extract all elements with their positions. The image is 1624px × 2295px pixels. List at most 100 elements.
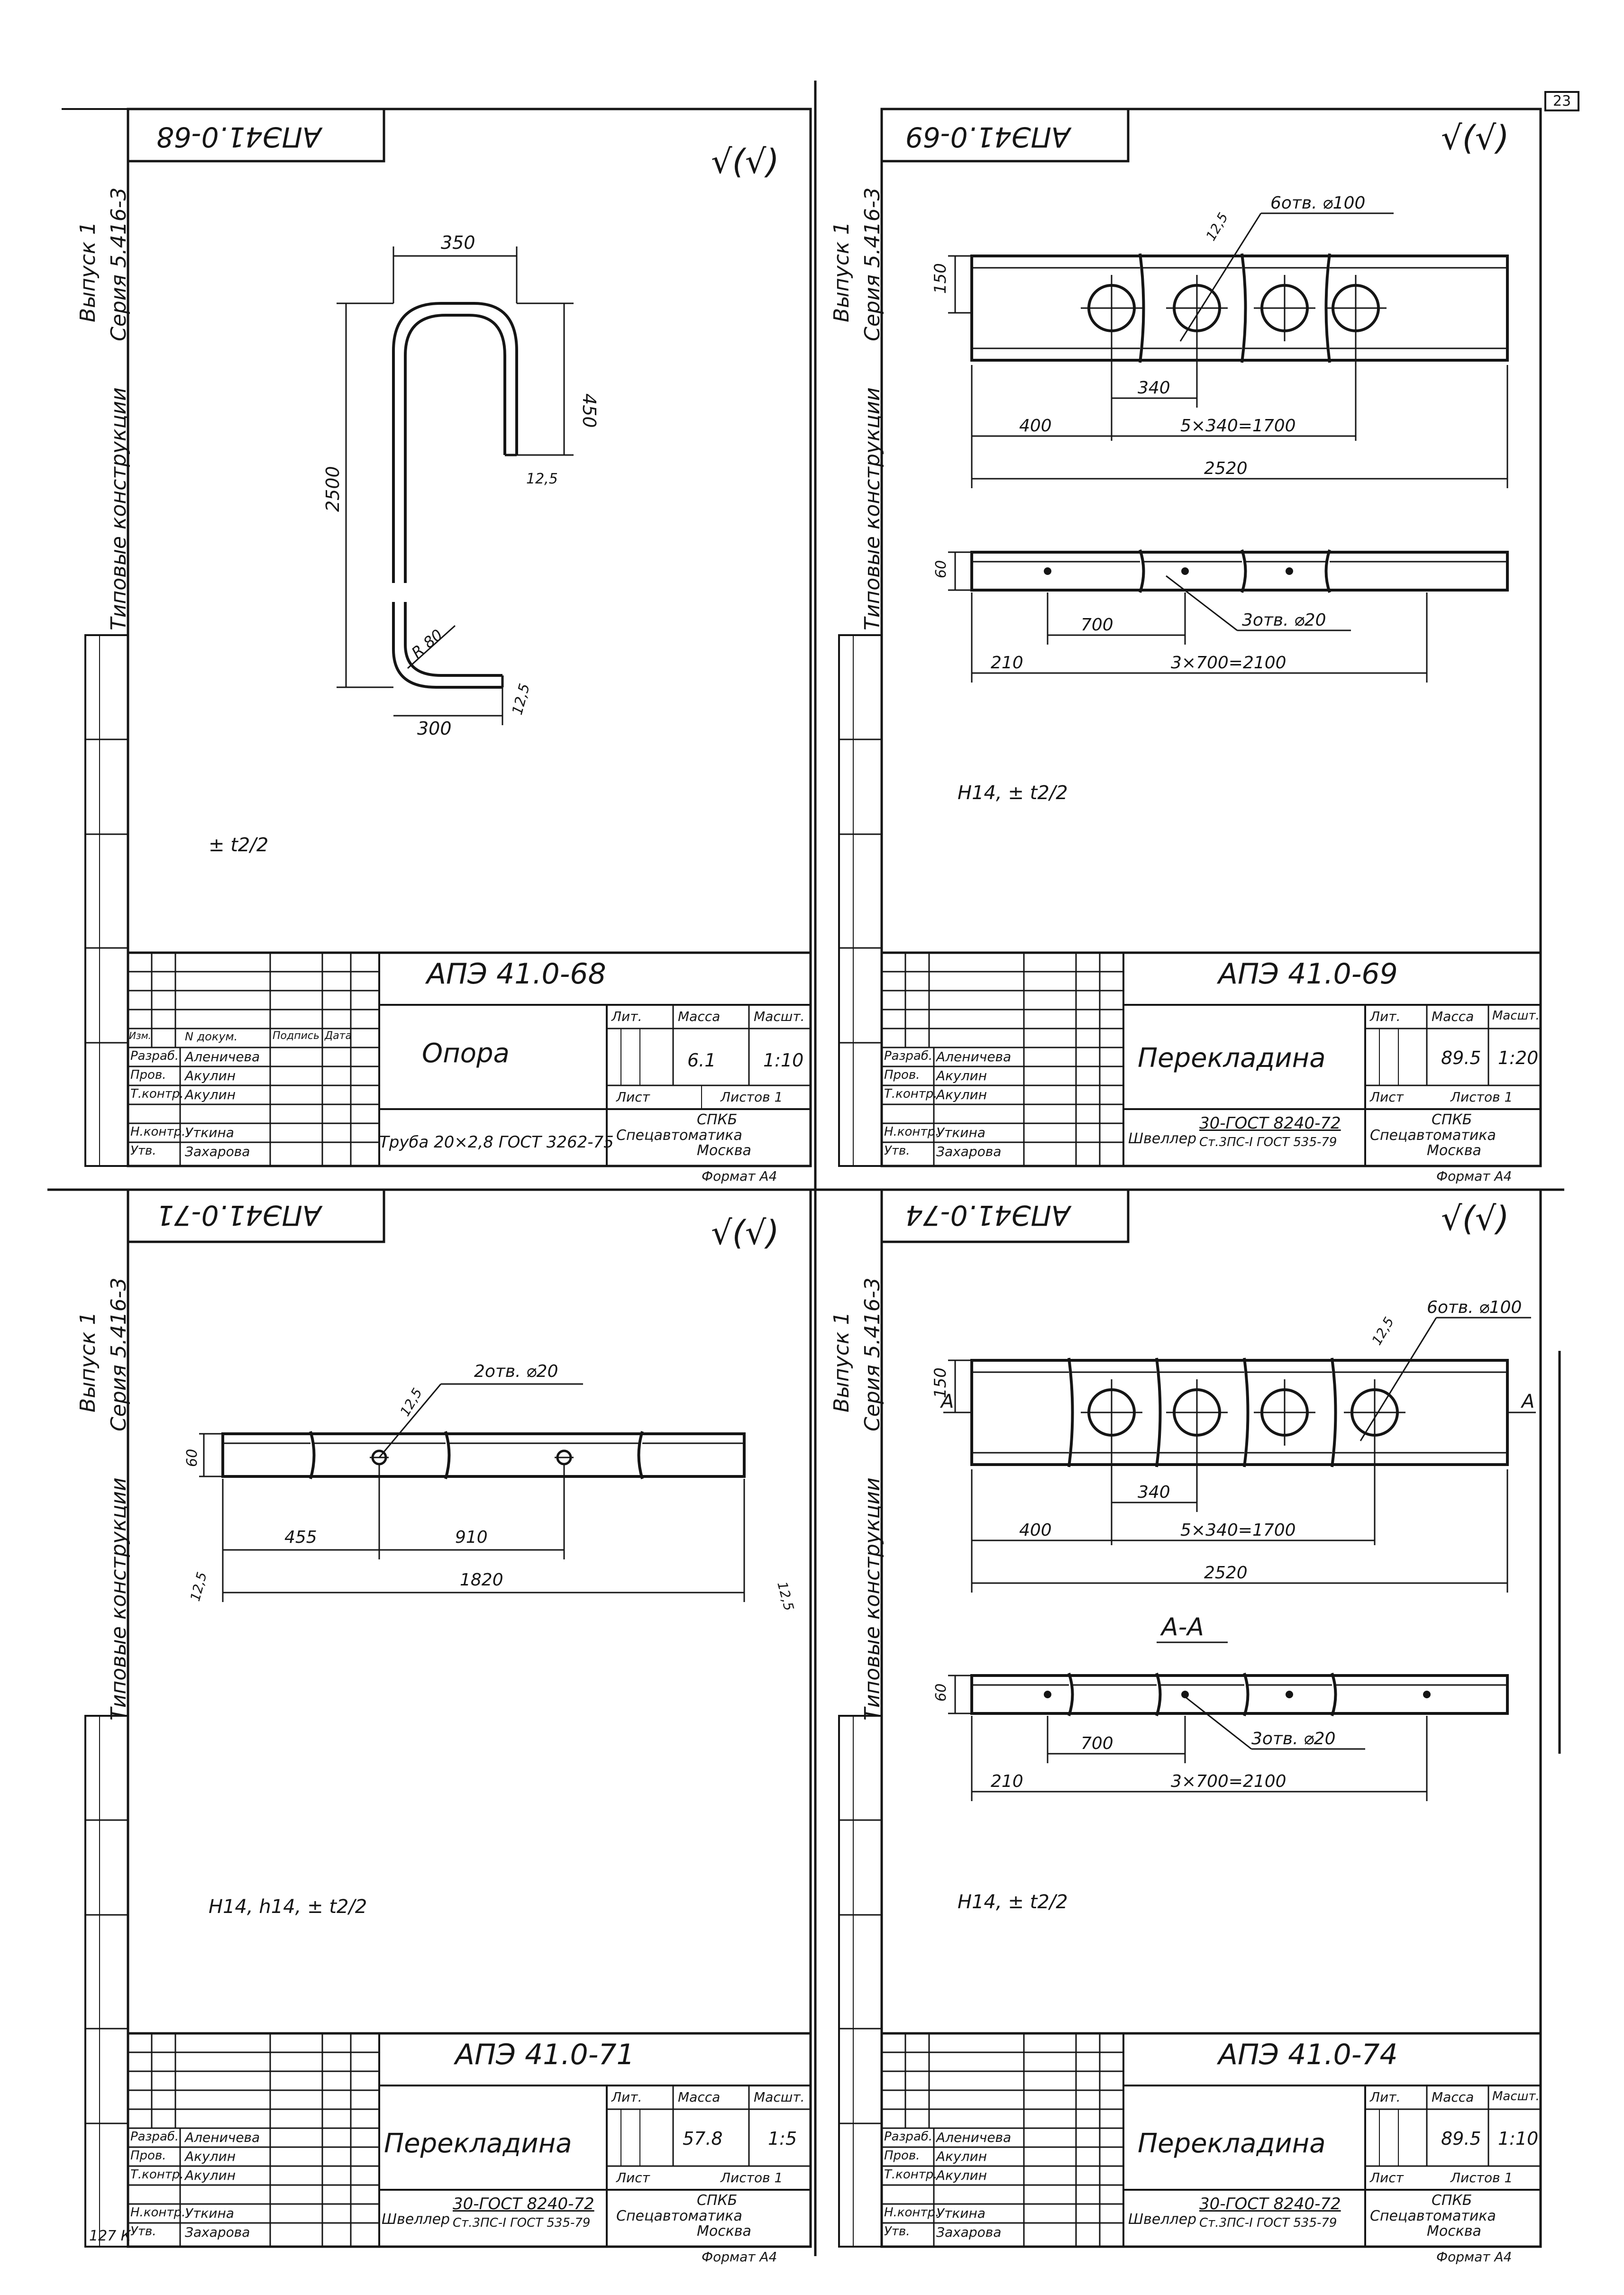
title-name-69: Перекладина <box>1138 1043 1326 1074</box>
tb-71-person-5: Захарова <box>185 2224 250 2240</box>
title-listov-74: Листов 1 <box>1451 2170 1513 2186</box>
tb-71-person-4: Уткина <box>185 2205 234 2221</box>
title-code-69: АПЭ 41.0-69 <box>1218 957 1398 991</box>
tb-69-person-2: Акулин <box>936 1068 987 1084</box>
page-number: 23 <box>1544 91 1580 111</box>
title-lit-74: Лит. <box>1370 2089 1401 2105</box>
title-material-prefix-71: Швеллер <box>382 2211 450 2228</box>
tb-69-role-2: Пров. <box>884 1068 920 1082</box>
format-label-71: Формат А4 <box>702 2249 777 2265</box>
tb-69-person-4: Уткина <box>936 1125 985 1140</box>
title-mass-69: 89.5 <box>1441 1047 1481 1068</box>
tb-71-person-3: Акулин <box>185 2168 236 2183</box>
title-massa-h: Масса <box>678 1009 721 1024</box>
title-masshtab-h: Масшт. <box>754 1009 805 1024</box>
tb-74-role-3: Т.контр. <box>884 2168 938 2182</box>
title-material-bottom-71: Ст.3ПС-I ГОСТ 535-79 <box>453 2216 591 2230</box>
tb-69-person-1: Аленичева <box>936 1049 1012 1065</box>
title-code-71: АПЭ 41.0-71 <box>455 2038 635 2071</box>
dim-74-rough: 12,5 <box>1369 1314 1397 1348</box>
dim-69-pitch2: 700 <box>1081 615 1113 635</box>
roughness-mark: √(√) <box>711 142 779 181</box>
title-massa-h-69: Масса <box>1432 1009 1474 1024</box>
title-scale-74: 1:10 <box>1498 2128 1539 2149</box>
tb-role-3: Т.контр. <box>130 1087 184 1101</box>
format-label-69: Формат А4 <box>1436 1168 1512 1184</box>
title-material-top-69: 30-ГОСТ 8240-72 <box>1199 1114 1341 1133</box>
dim-left: 2500 <box>322 466 343 512</box>
title-name-71: Перекладина <box>384 2128 572 2159</box>
dim-69-h2: 60 <box>933 560 949 578</box>
tb-74-role-5: Утв. <box>884 2224 910 2239</box>
org-71-1: СПКБ <box>697 2192 738 2209</box>
title-material-bottom-74: Ст.3ПС-I ГОСТ 535-79 <box>1199 2216 1337 2230</box>
tolerance-note-69: H14, ± t2/2 <box>958 782 1068 804</box>
dim-69-holes: 6отв. ⌀100 <box>1270 193 1365 213</box>
format-label-74: Формат А4 <box>1436 2249 1512 2265</box>
tb-person-3: Акулин <box>185 1087 236 1102</box>
title-masshtab-h-71: Масшт. <box>754 2089 805 2105</box>
tb-person-5: Захарова <box>185 1144 250 1159</box>
tb-71-role-5: Утв. <box>130 2224 156 2239</box>
title-material-prefix-74: Швеллер <box>1128 2211 1197 2228</box>
dim-74-start2: 210 <box>991 1772 1023 1791</box>
dim-74-holes: 6отв. ⌀100 <box>1427 1298 1522 1317</box>
tb-69-role-4: Н.контр. <box>884 1125 940 1139</box>
title-massa-h-74: Масса <box>1432 2089 1474 2105</box>
tb-69-role-3: Т.контр. <box>884 1087 938 1101</box>
title-code-74: АПЭ 41.0-74 <box>1218 2038 1398 2071</box>
org-69-1: СПКБ <box>1432 1111 1472 1128</box>
dim-74-pitch: 340 <box>1138 1483 1170 1502</box>
tolerance-note: ± t2/2 <box>209 834 269 856</box>
dim-71-holes: 2отв. ⌀20 <box>474 1362 558 1381</box>
tb-71-person-2: Акулин <box>185 2149 236 2164</box>
title-material-top-71: 30-ГОСТ 8240-72 <box>453 2195 594 2213</box>
tb-role-1: Разраб. <box>130 1049 179 1063</box>
stamp-71: 127 К <box>89 2228 131 2244</box>
tb-69-person-3: Акулин <box>936 1087 987 1102</box>
tb-71-role-2: Пров. <box>130 2149 166 2163</box>
org-2: Спецавтоматика <box>616 1127 742 1144</box>
title-material: Труба 20×2,8 ГОСТ 3262-75 <box>379 1133 614 1152</box>
title-list: Лист <box>616 1089 650 1105</box>
tb-74-person-3: Акулин <box>936 2168 987 2183</box>
title-masshtab-h-74: Масшт. <box>1492 2089 1540 2104</box>
dim-69-start2: 210 <box>991 653 1023 673</box>
title-name: Опора <box>422 1038 510 1069</box>
section-mark-right: А <box>1520 1391 1534 1412</box>
format-label: Формат А4 <box>702 1168 777 1184</box>
tb-69-role-5: Утв. <box>884 1144 910 1158</box>
title-lit-71: Лит. <box>611 2089 642 2105</box>
title-mass: 6.1 <box>687 1050 716 1071</box>
tb-74-role-4: Н.контр. <box>884 2205 940 2220</box>
tolerance-note-71: H14, h14, ± t2/2 <box>209 1896 367 1918</box>
tb-74-person-4: Уткина <box>936 2205 985 2221</box>
title-massa-h-71: Масса <box>678 2089 721 2105</box>
dim-69-pitch: 340 <box>1138 378 1170 398</box>
dim-74-total: 2520 <box>1204 1563 1248 1583</box>
title-list-69: Лист <box>1370 1089 1404 1105</box>
title-mass-74: 89.5 <box>1441 2128 1481 2149</box>
title-list-71: Лист <box>616 2170 650 2186</box>
title-material-bottom-69: Ст.3ПС-I ГОСТ 535-79 <box>1199 1135 1337 1149</box>
org-1: СПКБ <box>697 1111 738 1128</box>
roughness-mark-69: √(√) <box>1441 118 1509 157</box>
title-masshtab-h-69: Масшт. <box>1492 1009 1540 1023</box>
org-74-3: Москва <box>1427 2223 1481 2240</box>
dim-71-h: 60 <box>184 1449 201 1467</box>
title-list-74: Лист <box>1370 2170 1404 2186</box>
tb-74-role-2: Пров. <box>884 2149 920 2163</box>
tb-71-person-1: Аленичева <box>185 2130 260 2145</box>
dim-74-holes2: 3отв. ⌀20 <box>1251 1729 1336 1749</box>
dim-74-h2: 60 <box>933 1684 949 1702</box>
title-code: АПЭ 41.0-68 <box>427 957 606 991</box>
dim-71-a: 455 <box>284 1528 317 1547</box>
dim-74-span2: 3×700=2100 <box>1171 1772 1286 1791</box>
dim-right: 450 <box>579 393 600 428</box>
tb-74-person-5: Захарова <box>936 2224 1002 2240</box>
dim-71-b: 910 <box>455 1528 488 1547</box>
tb-person-2: Акулин <box>185 1068 236 1084</box>
org-69-2: Спецавтоматика <box>1370 1127 1496 1144</box>
title-listov-69: Листов 1 <box>1451 1089 1513 1105</box>
org-71-3: Москва <box>697 2223 751 2240</box>
